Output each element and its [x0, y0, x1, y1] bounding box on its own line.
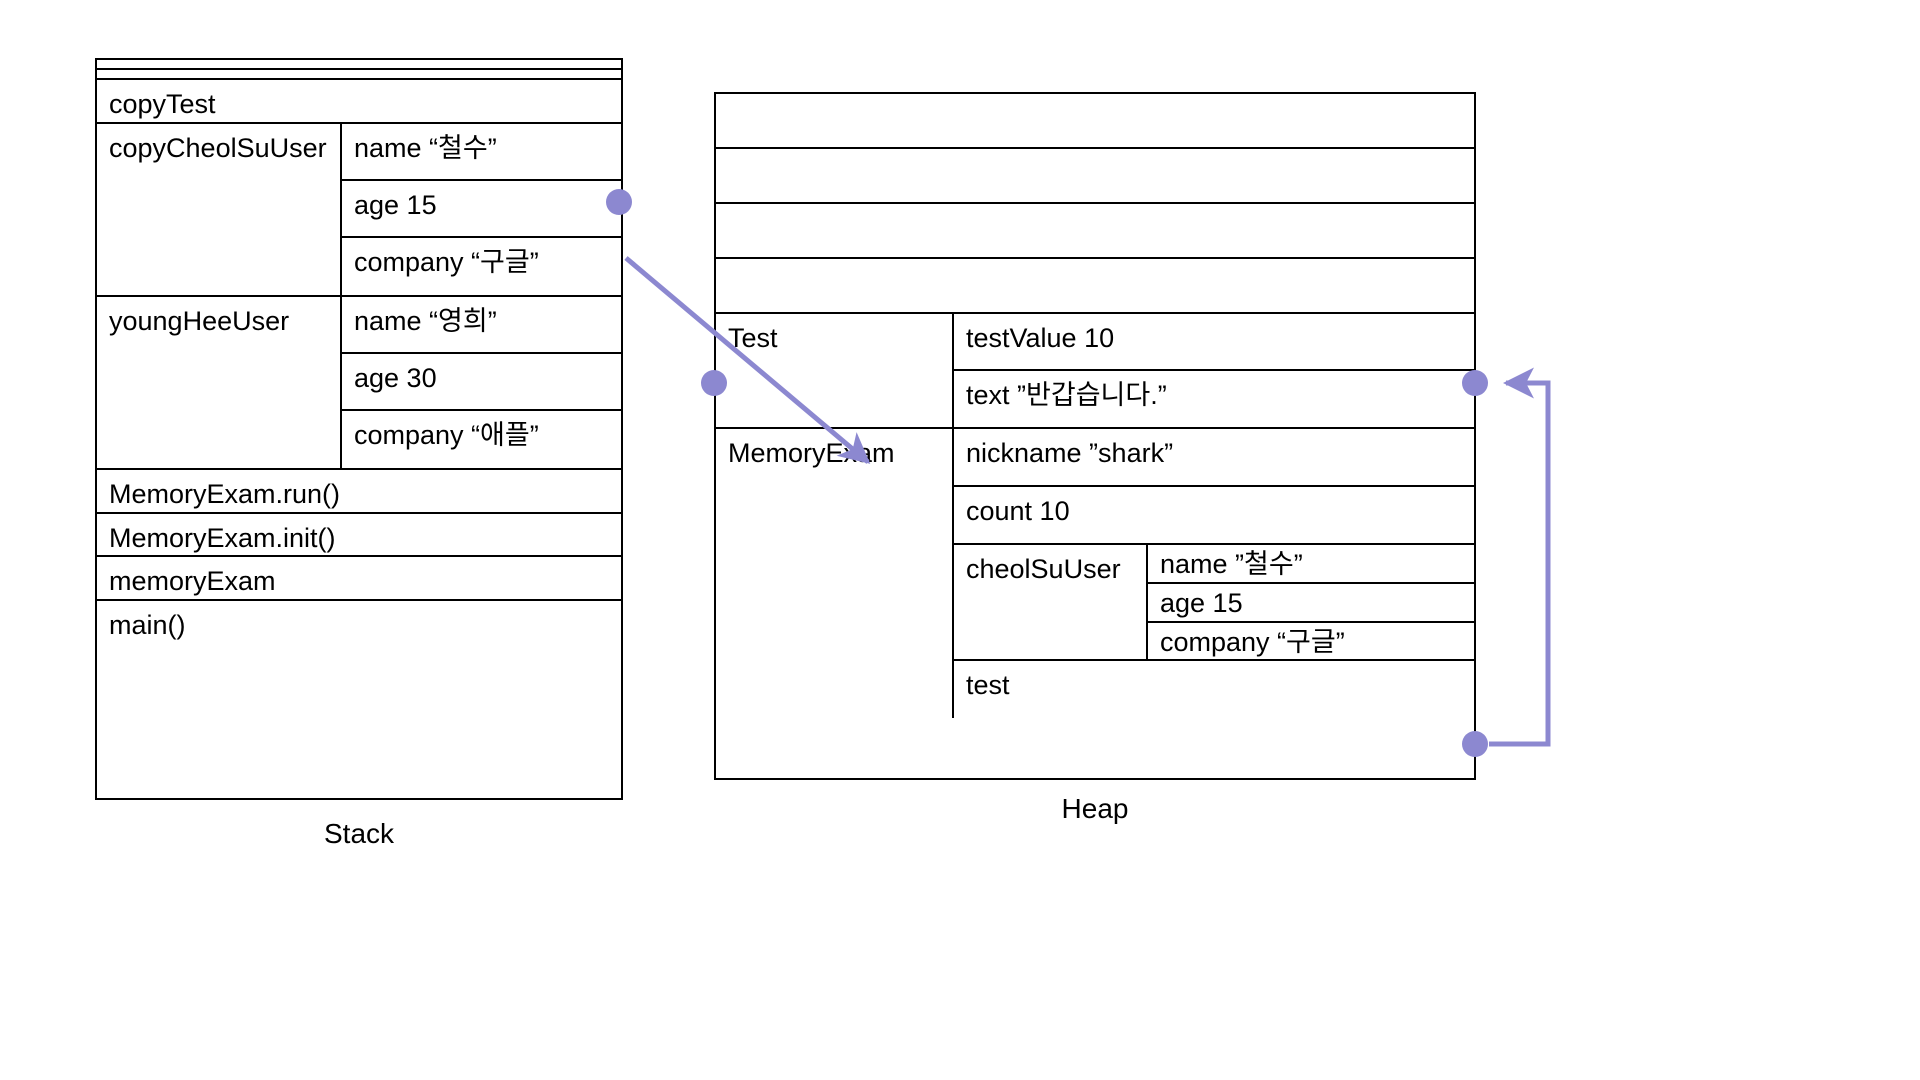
stack-field-row: age 30 [342, 354, 621, 411]
stack-field-youngheeuser-age: age 30 [354, 362, 437, 393]
stack-label-main: main() [109, 610, 186, 640]
test-to-text-path [1489, 367, 1551, 747]
stack-field-copycheolsuuser-company: company “구글” [354, 246, 539, 277]
heap-field-row-test: test [954, 661, 1474, 718]
heap-label-cheolsuuser: cheolSuUser [954, 545, 1148, 659]
stack-row-memoryexam-run: MemoryExam.run() [97, 470, 621, 514]
stack-field-row: company “애플” [342, 411, 621, 468]
stack-label-copytest: copyTest [109, 89, 216, 119]
heap-fields-memoryexam: nickname ”shark” count 10 cheolSuUser na… [954, 429, 1474, 718]
heap-field-memoryexam-count: count 10 [966, 496, 1070, 526]
stack-field-row: age 15 [342, 181, 621, 238]
heap-label-test: Test [716, 314, 954, 427]
heap-field-cheolsuuser-company: company “구글” [1160, 626, 1345, 657]
heap-field-memoryexam-test: test [966, 670, 1010, 700]
stack-row-memoryexam-init: MemoryExam.init() [97, 514, 621, 558]
stack-empty-cell-2 [97, 70, 109, 78]
stack-row-main: main() [97, 601, 621, 643]
stack-row-copytest: copyTest [97, 80, 621, 124]
stack-field-youngheeuser-company: company “애플” [354, 419, 539, 450]
heap-field-test-testvalue: testValue 10 [966, 323, 1115, 353]
stack-field-row: company “구글” [342, 238, 621, 295]
heap-field-cheolsuuser-name: name ”철수” [1160, 549, 1303, 579]
stack-field-copycheolsuuser-name: name “철수” [354, 132, 497, 163]
heap-empty-cell-2 [716, 149, 1474, 202]
stack-empty-row-2 [97, 70, 621, 80]
heap-empty-row-2 [716, 149, 1474, 204]
heap-fields-test: testValue 10 text ”반갑습니다.” [954, 314, 1474, 427]
stack-empty-cell-1 [97, 60, 109, 68]
stack-label-youngheeuser: youngHeeUser [97, 296, 342, 468]
heap-field-row: age 15 [1148, 584, 1474, 623]
stack-row-copycheolsuuser: copyCheolSuUser name “철수” age 15 company… [97, 123, 621, 297]
heap-row-cheolsuuser: cheolSuUser name ”철수” age 15 company “구글… [954, 545, 1474, 661]
stack-label-memoryexam-init: MemoryExam.init() [109, 522, 336, 553]
heap-field-row: count 10 [954, 487, 1474, 545]
heap-field-row: testValue 10 [954, 314, 1474, 371]
heap-empty-cell-1 [716, 94, 1474, 147]
heap-empty-cell-4 [716, 259, 1474, 312]
heap-field-row: company “구글” [1148, 623, 1474, 660]
heap-empty-row-1 [716, 94, 1474, 149]
heap-field-row: name ”철수” [1148, 545, 1474, 584]
heap-label-memoryexam: MemoryExam [716, 429, 954, 718]
stack-field-row: name “영희” [342, 297, 621, 354]
heap-field-test-text: text ”반갑습니다.” [966, 379, 1167, 410]
heap-row-test: Test testValue 10 text ”반갑습니다.” [716, 314, 1474, 429]
stack-row-memoryexam: memoryExam [97, 557, 621, 601]
stack-empty-row-1 [97, 60, 621, 70]
heap-row-memoryexam: MemoryExam nickname ”shark” count 10 che… [716, 429, 1474, 718]
heap-field-cheolsuuser-age: age 15 [1160, 587, 1243, 618]
stack-caption: Stack [323, 818, 395, 849]
stack-fields-copycheolsuuser: name “철수” age 15 company “구글” [342, 124, 621, 295]
stack-table: copyTest copyCheolSuUser name “철수” age 1… [95, 58, 623, 800]
stack-label-memoryexam: memoryExam [109, 566, 276, 597]
heap-field-row: nickname ”shark” [954, 429, 1474, 487]
stack-row-youngheeuser: youngHeeUser name “영희” age 30 company “애… [97, 296, 621, 470]
heap-field-row: text ”반갑습니다.” [954, 371, 1474, 427]
heap-empty-cell-3 [716, 204, 1474, 257]
heap-fields-cheolsuuser: name ”철수” age 15 company “구글” [1148, 545, 1474, 659]
heap-empty-row-3 [716, 204, 1474, 259]
stack-label-memoryexam-run: MemoryExam.run() [109, 478, 341, 509]
heap-field-memoryexam-nickname: nickname ”shark” [966, 438, 1174, 468]
stack-field-youngheeuser-name: name “영희” [354, 305, 497, 336]
heap-empty-row-4 [716, 259, 1474, 314]
heap-table: Test testValue 10 text ”반갑습니다.” MemoryEx… [714, 92, 1476, 780]
stack-field-copycheolsuuser-age: age 15 [354, 189, 437, 220]
stack-label-copycheolsuuser: copyCheolSuUser [97, 123, 342, 295]
stack-fields-youngheeuser: name “영희” age 30 company “애플” [342, 297, 621, 468]
heap-caption: Heap [1061, 793, 1129, 824]
stack-field-row: name “철수” [342, 124, 621, 181]
